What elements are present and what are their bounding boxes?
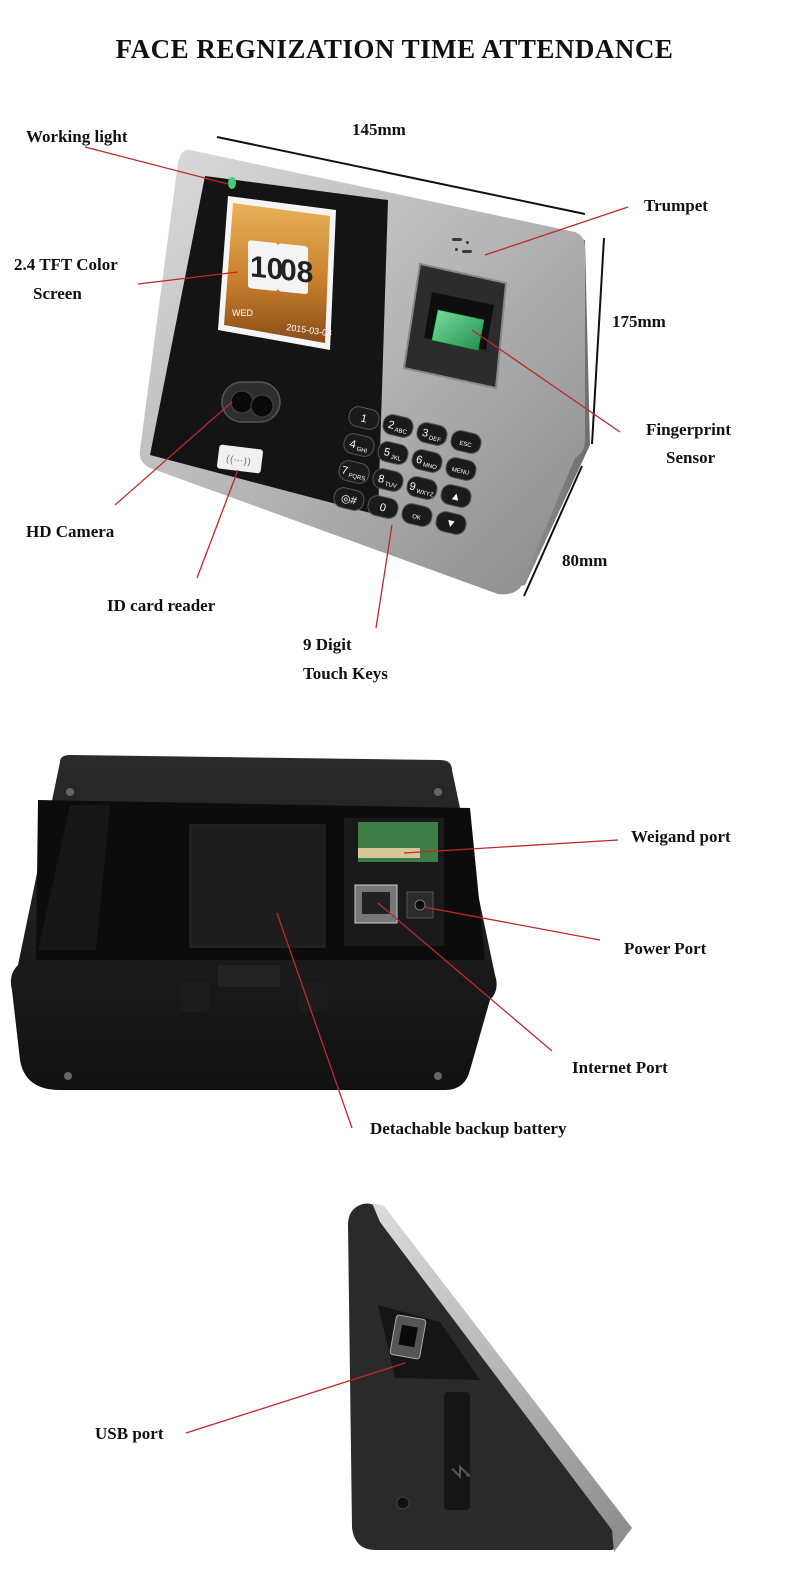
keypad-key[interactable]: 2 ABC <box>381 413 415 439</box>
keypad-key-label: ◎# <box>340 492 359 507</box>
keypad-key[interactable]: OK <box>400 502 434 528</box>
keypad-key[interactable]: 5 JKL <box>376 440 410 466</box>
keypad-key-label: ESC <box>459 441 473 450</box>
label-screen-line2: Screen <box>33 284 82 303</box>
label-power-port: Power Port <box>624 939 707 958</box>
svg-text:((···)): ((···)) <box>225 454 251 468</box>
keypad-key[interactable]: ▼ <box>434 510 468 536</box>
keypad-key[interactable]: ▲ <box>439 483 473 509</box>
keypad-key[interactable]: 0 <box>366 494 400 520</box>
keypad-key-label: 6 MNO <box>415 454 439 472</box>
keypad-key-label: 2 ABC <box>387 419 410 436</box>
label-keys-line2: Touch Keys <box>303 664 388 683</box>
backup-battery-compartment <box>189 824 326 948</box>
keypad-key[interactable]: ESC <box>449 429 483 455</box>
keypad-key[interactable]: 7 PQRS <box>337 459 371 485</box>
keypad-key[interactable]: ◎# <box>332 486 366 512</box>
keypad-key-label: MENU <box>451 467 470 477</box>
clock-display: 1008 <box>250 250 313 290</box>
keypad-key[interactable]: MENU <box>444 456 478 482</box>
label-trumpet: Trumpet <box>644 196 708 215</box>
screen-weekday: WED <box>232 308 253 318</box>
label-screen-line1: 2.4 TFT Color <box>14 255 118 274</box>
back-leader-lines <box>276 839 619 1129</box>
clock-hour: 10 <box>250 250 283 286</box>
label-keys-line1: 9 Digit <box>303 635 352 654</box>
label-internet-port: Internet Port <box>572 1058 668 1077</box>
back-device <box>10 755 497 1090</box>
keypad-key-label: 1 <box>359 412 368 425</box>
keypad-key-label: OK <box>411 514 421 522</box>
keypad-key-label: ▲ <box>449 490 462 504</box>
keypad-key-label: 0 <box>378 501 387 514</box>
keypad-key[interactable]: 8 TUV <box>371 467 405 493</box>
keypad-key[interactable]: 4 GHI <box>342 432 376 458</box>
label-hd-camera: HD Camera <box>26 522 115 541</box>
label-usb-port: USB port <box>95 1424 164 1443</box>
working-light-led <box>228 177 236 189</box>
dimension-depth: 80mm <box>562 551 608 570</box>
side-device: ⭍ <box>348 1203 632 1552</box>
touch-keypad: 1 2 ABC 3 DEF ESC 4 GHI 5 JKL 6 MNO MENU 7 PQRS 8… <box>332 405 483 536</box>
keypad-key[interactable]: 9 WXYZ <box>405 475 439 501</box>
side-leader-lines <box>185 1362 406 1434</box>
trumpet-speaker <box>452 238 472 253</box>
keypad-key-label: 7 PQRS <box>340 464 367 482</box>
fingerprint-sensor <box>402 262 508 390</box>
front-leader-lines <box>84 146 629 629</box>
dimension-height: 175mm <box>612 312 666 331</box>
keypad-key-label: 4 GHI <box>348 438 369 455</box>
id-card-reader-area: ((···)) <box>217 444 263 474</box>
label-fingerprint-line2: Sensor <box>666 448 716 467</box>
keypad-key[interactable]: 6 MNO <box>410 448 444 474</box>
dim-line-height <box>591 237 605 445</box>
keypad-key-label: 9 WXYZ <box>408 480 436 498</box>
keypad-key[interactable]: 1 <box>347 405 381 431</box>
keypad-key-label: 5 JKL <box>382 446 403 463</box>
svg-text:⭍: ⭍ <box>449 1463 473 1480</box>
label-weigand-port: Weigand port <box>631 827 731 846</box>
label-id-card-reader: ID card reader <box>107 596 216 615</box>
dimension-width: 145mm <box>352 120 406 139</box>
page-title: FACE REGNIZATION TIME ATTENDANCE <box>115 34 674 64</box>
clock-minute: 08 <box>280 254 313 290</box>
keypad-key-label: 3 DEF <box>421 427 444 444</box>
label-fingerprint-line1: Fingerprint <box>646 420 731 439</box>
dim-line-depth <box>523 465 583 597</box>
usb-cover-flap <box>444 1392 470 1510</box>
keypad-key-label: 8 TUV <box>377 473 399 490</box>
label-backup-battery: Detachable backup battery <box>370 1119 567 1138</box>
keypad-key-label: ▼ <box>444 517 457 531</box>
label-working-light: Working light <box>26 127 128 146</box>
dim-line-width <box>216 136 586 215</box>
tft-screen: 1008 WED 2015-03-04 <box>218 196 336 350</box>
hd-camera-lens <box>221 381 281 423</box>
keypad-key[interactable]: 3 DEF <box>415 421 449 447</box>
